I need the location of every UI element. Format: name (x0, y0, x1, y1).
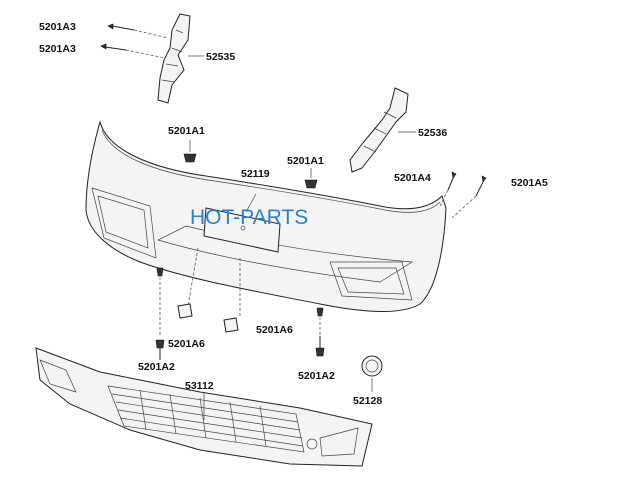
clip-5201a1-right (304, 168, 318, 189)
callout-5201a1-left: 5201A1 (168, 125, 205, 137)
screw-5201a2-right (315, 336, 325, 357)
callout-5201a2-left: 5201A2 (138, 361, 175, 373)
callout-5201a3-bottom: 5201A3 (39, 43, 76, 55)
clip-5201a1-left (183, 140, 197, 163)
bumper-cover (85, 120, 447, 313)
watermark-text: HOT-PARTS (190, 206, 308, 229)
cap-52128 (361, 355, 383, 392)
bracket-52536 (349, 87, 416, 173)
callout-5201a6-left: 5201A6 (168, 338, 205, 350)
callout-5201a5: 5201A5 (511, 177, 548, 189)
callout-5201a3-top: 5201A3 (39, 21, 76, 33)
callout-5201a1-right: 5201A1 (287, 155, 324, 167)
callout-52535: 52535 (206, 51, 235, 63)
callout-53112: 53112 (185, 380, 214, 392)
screw-mount-right (316, 307, 324, 317)
bracket-52535 (157, 13, 204, 104)
screw-5201a4 (439, 171, 457, 207)
callout-52119: 52119 (241, 168, 270, 180)
retainer-5201a6-right (223, 317, 239, 333)
plate-bracket-52119 (203, 193, 281, 253)
retainer-5201a6-left (177, 303, 193, 319)
screw-mount-left (156, 267, 164, 277)
bolt-5201a3-top (107, 23, 169, 39)
screw-5201a2-left (155, 339, 165, 360)
callout-5201a6-right: 5201A6 (256, 324, 293, 336)
grille-53112 (35, 347, 373, 467)
callout-5201a4: 5201A4 (394, 172, 431, 184)
callout-5201a2-right: 5201A2 (298, 370, 335, 382)
callout-52536: 52536 (418, 127, 447, 139)
callout-52128: 52128 (353, 395, 382, 407)
bolt-5201a3-bottom (100, 43, 166, 59)
screw-5201a5 (451, 175, 487, 219)
